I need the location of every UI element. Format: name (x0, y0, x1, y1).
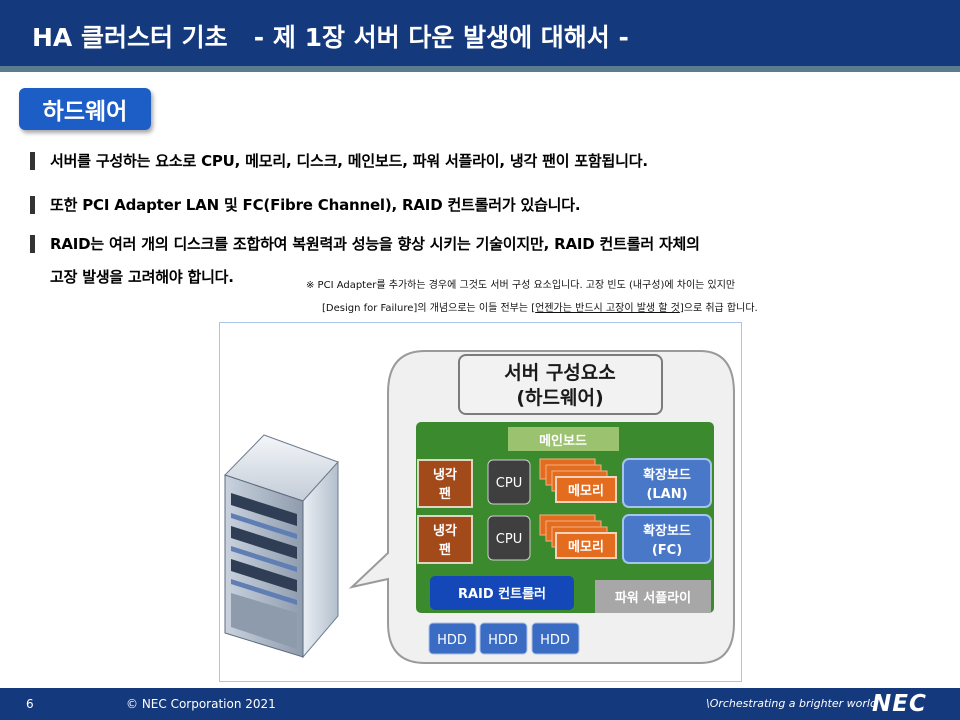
cooling-fan-1-label-1: 냉각 (433, 468, 457, 483)
expansion-board-lan (622, 458, 712, 508)
cpu-2 (487, 515, 531, 561)
server-tower-icon (224, 434, 339, 659)
raid-controller-label: RAID 컨트롤러 (458, 586, 546, 602)
memory-2-label: 메모리 (568, 539, 604, 555)
mainboard-label: 메인보드 (539, 433, 587, 449)
hdd-1-label: HDD (437, 633, 467, 648)
cooling-fan-1-label-2: 팬 (439, 486, 451, 502)
expansion-board-fc (622, 514, 712, 564)
expansion-board-lan-label-1: 확장보드 (643, 467, 691, 483)
bullet-marker (30, 235, 35, 253)
power-supply-label: 파워 서플라이 (615, 590, 691, 606)
cooling-fan-2 (417, 515, 473, 564)
cpu-1-label: CPU (496, 476, 522, 491)
hdd-3 (531, 622, 580, 655)
footnote-line-1: ※ PCI Adapter를 추가하는 경우에 그것도 서버 구성 요소입니다.… (306, 280, 736, 291)
hdd-2 (479, 622, 528, 655)
cpu-2-label: CPU (496, 532, 522, 547)
section-tag: 하드웨어 (19, 88, 151, 130)
slide-title: HA 클러스터 기초 - 제 1장 서버 다운 발생에 대해서 - (32, 23, 629, 52)
memory-2 (539, 514, 617, 559)
cooling-fan-2-label-1: 냉각 (433, 524, 457, 539)
hardware-diagram-svg: 서버 구성요소 (하드웨어) 메인보드 냉각 팬 CPU 메모리 확장보드 (L… (224, 350, 735, 664)
title-bar: HA 클러스터 기초 - 제 1장 서버 다운 발생에 대해서 - (0, 0, 960, 66)
diagram-title-box (458, 354, 663, 415)
bullet-text-3: RAID는 여러 개의 디스크를 조합하여 복원력과 성능을 향상 시키는 기술… (50, 235, 700, 253)
bullet-text-3-cont: 고장 발생을 고려해야 합니다. (50, 268, 234, 286)
footnote-line-2: [Design for Failure]의 개념으로는 이들 전부는 [언젠가는… (322, 299, 758, 314)
diagram-title-line-2: (하드웨어) (516, 387, 603, 409)
footnote-line-2-pre: [Design for Failure]의 개념으로는 이들 전부는 [ (322, 303, 536, 314)
copyright: © NEC Corporation 2021 (126, 697, 276, 711)
footnote-line-2-post: ]으로 취급 합니다. (679, 303, 758, 314)
memory-1-label: 메모리 (568, 483, 604, 499)
diagram-title-line-1: 서버 구성요소 (504, 362, 616, 384)
memory-1 (539, 458, 617, 503)
hdd-3-label: HDD (540, 633, 570, 648)
tagline: \Orchestrating a brighter world (706, 697, 877, 710)
cooling-fan-1 (417, 459, 473, 508)
hdd-2-label: HDD (488, 633, 518, 648)
bullet-text-2: 또한 PCI Adapter LAN 및 FC(Fibre Channel), … (50, 196, 581, 214)
expansion-board-fc-label-2: (FC) (652, 543, 682, 558)
expansion-board-fc-label-1: 확장보드 (643, 523, 691, 539)
cpu-1 (487, 459, 531, 505)
bullet-marker (30, 152, 35, 170)
bullet-text-1: 서버를 구성하는 요소로 CPU, 메모리, 디스크, 메인보드, 파워 서플라… (50, 152, 648, 170)
hardware-diagram: 서버 구성요소 (하드웨어) 메인보드 냉각 팬 CPU 메모리 확장보드 (L… (219, 322, 742, 682)
cooling-fan-2-label-2: 팬 (439, 542, 451, 558)
expansion-board-lan-label-2: (LAN) (646, 487, 687, 502)
hdd-1 (428, 622, 477, 655)
power-supply (595, 580, 711, 613)
nec-logo: NEC (872, 691, 927, 717)
raid-controller (430, 576, 574, 610)
footnote-line-2-emphasis: 언젠가는 반드시 고장이 발생 할 것 (535, 303, 680, 314)
title-stripe (0, 66, 960, 72)
page-number: 6 (26, 697, 34, 711)
mainboard-label-box (508, 427, 619, 451)
bullet-marker (30, 196, 35, 214)
footer-bar: 6 © NEC Corporation 2021 \Orchestrating … (0, 688, 960, 720)
